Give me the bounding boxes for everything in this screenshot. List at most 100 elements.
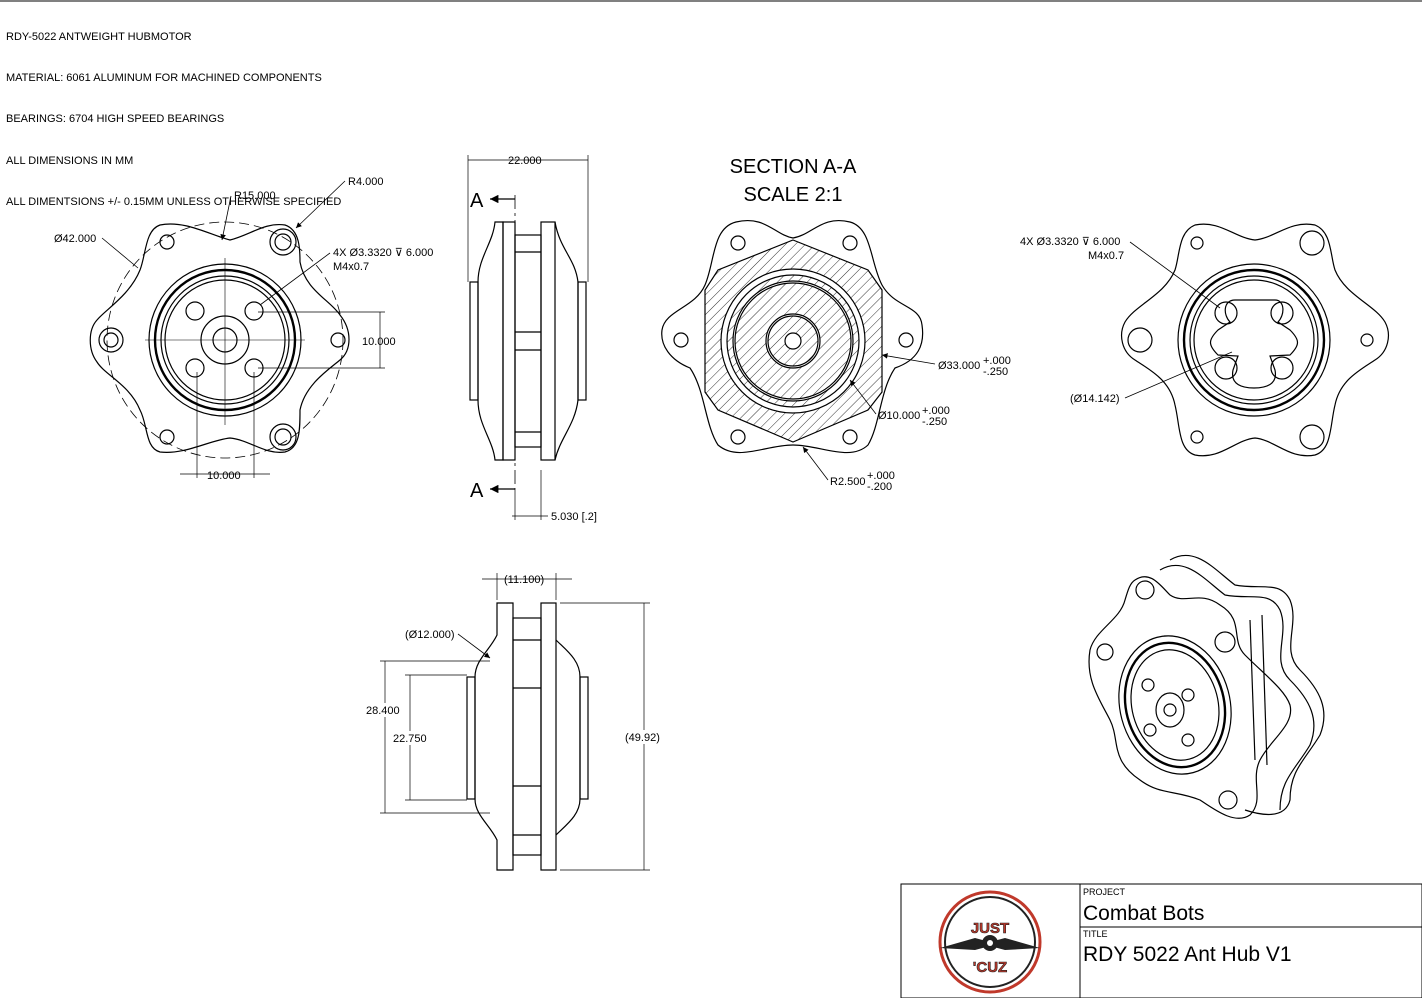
front-bolt-circle: [106, 221, 344, 459]
front-screw-inner: [274, 428, 292, 446]
dim-label: 10.000: [362, 336, 396, 348]
side-spacer: [502, 221, 516, 461]
front-screw-inner: [103, 332, 119, 348]
side-left-plate: [477, 221, 504, 461]
iso-hole: [1141, 678, 1155, 692]
leader-line: [1129, 241, 1221, 309]
dim-label: (Ø14.142): [1070, 393, 1120, 405]
section-view-labels: SECTION A-A SCALE 2:1 Ø33.000 +.000 -.25…: [730, 156, 1011, 493]
iso-screw: [1218, 790, 1238, 810]
iso-back-plate-2: [1159, 564, 1315, 811]
iso-ring-2: [1123, 641, 1227, 769]
iso-screw: [1214, 631, 1236, 653]
note-line: ALL DIMENSIONS IN MM: [6, 154, 134, 167]
label-background: [365, 703, 405, 717]
tolerance-lower: -.200: [867, 481, 892, 493]
section-screw: [842, 235, 858, 251]
back-view-labels: 4X Ø3.3320 ⊽ 6.000 M4x0.7 (Ø14.142): [1020, 236, 1124, 405]
iso-center-hole: [1163, 703, 1177, 717]
iso-hole: [1181, 733, 1195, 747]
project-value: Combat Bots: [1083, 902, 1204, 925]
dim-label: Ø10.000: [878, 410, 920, 422]
side-gap: [514, 234, 542, 448]
tolerance-lower: -.250: [983, 366, 1008, 378]
section-screw: [898, 332, 914, 348]
dim-label: 22.750: [393, 733, 427, 745]
section-mark: A: [470, 480, 484, 502]
back-ring-4: [1193, 279, 1315, 401]
section-scale: SCALE 2:1: [744, 184, 843, 206]
iso-screw: [1135, 580, 1155, 600]
dim-label: Ø42.000: [54, 233, 96, 245]
front-screw-inner: [274, 233, 292, 251]
title-block: [900, 883, 1422, 998]
side-flange: [577, 281, 587, 401]
side-view: [467, 155, 589, 520]
iso-screw: [1096, 643, 1114, 661]
project-label: PROJECT: [1083, 887, 1126, 897]
section-screw: [730, 429, 746, 445]
back-view: [1121, 223, 1389, 457]
back-hole: [1214, 301, 1238, 325]
bottom-flange: [579, 676, 589, 800]
side-right-plate: [540, 221, 556, 461]
iso-ring-outer: [1118, 635, 1232, 775]
leader-line: [220, 195, 232, 241]
dim-label: (49.92): [625, 732, 660, 744]
dim-label: (11.100): [504, 574, 544, 586]
label-background: [623, 730, 663, 744]
back-hole: [1214, 356, 1238, 380]
hole-callout: M4x0.7: [333, 261, 369, 273]
back-ring-3: [1189, 275, 1319, 405]
iso-back-plate: [1169, 554, 1325, 815]
note-line: RDY-5022 ANTWEIGHT HUBMOTOR: [6, 30, 192, 43]
dim-label: R4.000: [348, 176, 383, 188]
dim-label: R15.000: [234, 190, 276, 202]
front-view: [89, 180, 385, 478]
dim-label: (Ø12.000): [405, 629, 455, 641]
back-screw: [1190, 430, 1204, 444]
section-axle: [784, 332, 802, 350]
front-view-labels: R15.000 R4.000 Ø42.000 4X Ø3.3320 ⊽ 6.00…: [54, 176, 433, 482]
back-outer-ring: [1177, 263, 1331, 417]
logo-text-top: JUST: [971, 920, 1009, 937]
logo-text-bottom: 'CUZ: [973, 959, 1007, 976]
bottom-flange: [466, 676, 476, 800]
note-line: BEARINGS: 6704 HIGH SPEED BEARINGS: [6, 113, 225, 126]
hole-callout: 4X Ø3.3320 ⊽ 6.000: [1020, 236, 1120, 248]
dim-label: R2.500: [830, 476, 865, 488]
back-hole: [1270, 356, 1294, 380]
hole-callout: 4X Ø3.3320 ⊽ 6.000: [333, 247, 433, 259]
front-screw: [159, 234, 175, 250]
tolerance-lower: -.250: [922, 416, 947, 428]
bottom-right-plate: [540, 602, 557, 871]
bottom-spacer: [512, 617, 542, 856]
title-value: RDY 5022 Ant Hub V1: [1083, 943, 1292, 966]
bottom-left-plate: [474, 602, 514, 871]
note-line: ALL DIMENTSIONS +/- 0.15MM UNLESS OTHERW…: [6, 196, 342, 209]
section-screw: [842, 429, 858, 445]
bottom-right-curve: [555, 639, 581, 836]
dim-label: 10.000: [207, 470, 241, 482]
isometric-view: [1088, 554, 1325, 819]
tolerance-upper: +.000: [922, 405, 950, 417]
dim-label: 28.400: [366, 705, 400, 717]
leader-line: [295, 180, 346, 229]
front-screw: [269, 228, 297, 256]
title-block-frame: [900, 883, 1422, 998]
bottom-view-labels: (11.100) (Ø12.000) 28.400 22.750 (49.92): [365, 574, 663, 745]
iso-hole: [1181, 688, 1195, 702]
front-screw: [98, 327, 124, 353]
iso-edge: [1261, 614, 1268, 766]
back-hole: [1270, 301, 1294, 325]
section-title: SECTION A-A: [730, 156, 857, 178]
back-screw: [1360, 333, 1374, 347]
iso-front-plate: [1088, 576, 1292, 819]
section-screw: [730, 235, 746, 251]
dim-label: 5.030 [.2]: [551, 511, 597, 523]
leader-line: [259, 252, 331, 306]
leader-line: [457, 633, 491, 659]
iso-edge: [1249, 619, 1256, 761]
tolerance-upper: +.000: [867, 470, 895, 482]
leader-line: [881, 353, 936, 365]
